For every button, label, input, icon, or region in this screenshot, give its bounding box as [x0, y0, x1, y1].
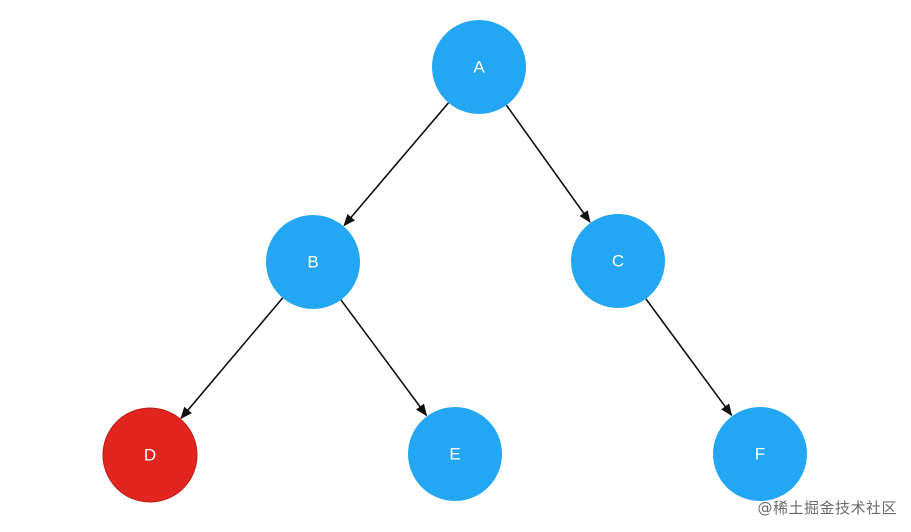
node-f-label: F [755, 445, 765, 464]
edge-c-f [645, 298, 733, 417]
node-e-circle [408, 407, 502, 501]
nodes: A B C D E F [102, 20, 807, 503]
node-b-label: B [307, 253, 318, 272]
node-e: E [408, 407, 502, 501]
node-d: D [102, 407, 198, 503]
node-e-label: E [449, 445, 460, 464]
node-c-circle [571, 214, 665, 308]
edge-b-d [180, 297, 284, 420]
edges [180, 102, 733, 420]
node-a: A [432, 20, 526, 114]
edge-a-b [343, 102, 450, 227]
node-f: F [713, 407, 807, 501]
node-c: C [571, 214, 665, 308]
node-f-circle [713, 407, 807, 501]
node-c-label: C [612, 252, 624, 271]
watermark-text: @稀土掘金技术社区 [757, 499, 897, 517]
node-d-circle [102, 407, 198, 503]
node-a-label: A [473, 58, 485, 77]
edge-a-c [505, 104, 591, 223]
node-b: B [266, 215, 360, 309]
node-b-circle [266, 215, 360, 309]
node-a-circle [432, 20, 526, 114]
node-d-label: D [144, 446, 156, 465]
edge-b-e [340, 299, 428, 417]
